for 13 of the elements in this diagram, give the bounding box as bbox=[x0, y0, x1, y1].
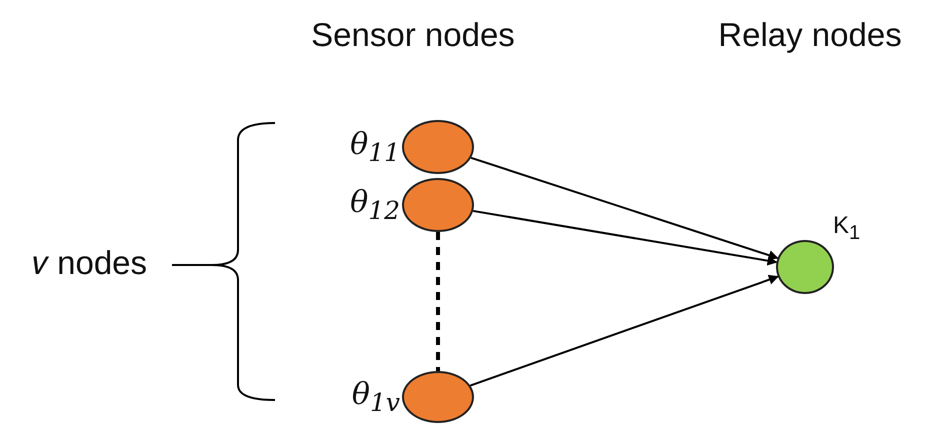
parameter-label: θ$_{11}$ bbox=[350, 127, 400, 167]
arrow bbox=[472, 210, 778, 266]
arrow bbox=[470, 156, 779, 260]
column-heading: Sensor nodes bbox=[311, 16, 515, 54]
relay-node bbox=[776, 240, 834, 294]
arrow bbox=[470, 274, 779, 386]
dashed-connector bbox=[436, 232, 440, 371]
column-heading: Relay nodes bbox=[718, 16, 902, 54]
parameter-label: θ$_{12}$ bbox=[350, 185, 400, 225]
group-label: 𝑣 nodes bbox=[32, 244, 148, 282]
relay-label: K$_{1}$ bbox=[833, 212, 860, 244]
sensor-node bbox=[402, 371, 474, 423]
parameter-label: θ$_{1𝑣}$ bbox=[352, 377, 400, 417]
